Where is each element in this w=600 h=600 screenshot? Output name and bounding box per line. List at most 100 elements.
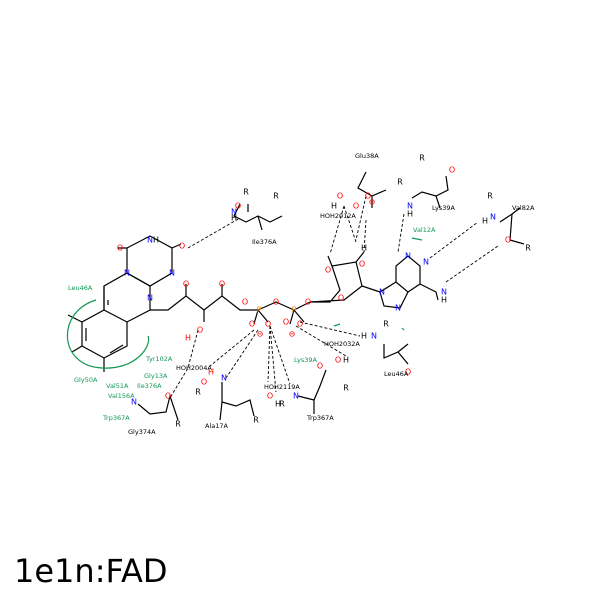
svg-text:O: O: [405, 368, 411, 377]
svg-text:⊖: ⊖: [369, 198, 376, 207]
svg-text:O: O: [249, 320, 255, 329]
svg-text:H: H: [231, 214, 237, 223]
label-val82: Val82A: [512, 204, 535, 212]
svg-text:R: R: [525, 244, 531, 253]
label-glu38: Glu38A: [355, 152, 379, 160]
label-gly374: Gly374A: [128, 428, 156, 436]
svg-text:H: H: [482, 217, 488, 226]
label-ile376-hyd: Ile376A: [137, 382, 162, 390]
svg-text:⊖: ⊖: [289, 330, 296, 339]
ligand-bonds: [67, 171, 525, 421]
svg-text:N: N: [293, 392, 299, 401]
svg-text:N: N: [371, 332, 377, 341]
svg-text:O: O: [305, 298, 311, 307]
label-gly50: Gly50A: [74, 376, 98, 384]
svg-text:R: R: [343, 384, 349, 393]
svg-text:P: P: [257, 306, 262, 315]
svg-text:R: R: [175, 420, 181, 429]
diagram-title: 1e1n:FAD: [14, 552, 168, 590]
label-ala17: Ala17A: [205, 422, 229, 430]
svg-text:R: R: [279, 400, 285, 409]
svg-text:O: O: [317, 362, 323, 371]
svg-text:R: R: [243, 188, 249, 197]
hydrophobic-contacts: [66, 237, 423, 369]
svg-text:N: N: [221, 374, 227, 383]
svg-text:O: O: [297, 320, 303, 329]
svg-text:O: O: [219, 280, 225, 289]
svg-text:R: R: [383, 320, 389, 329]
atom-labels: O N H O N N N O O O O P O P O O O O O O …: [117, 154, 531, 429]
svg-text:N: N: [169, 269, 175, 278]
svg-text:H: H: [153, 236, 159, 245]
svg-text:O: O: [179, 242, 185, 251]
svg-text:O: O: [338, 294, 344, 303]
label-gly13: Gly13A: [144, 372, 168, 380]
svg-text:O: O: [117, 244, 123, 253]
svg-text:O: O: [449, 166, 455, 175]
svg-text:R: R: [253, 416, 259, 425]
label-trp367-bottom: Trp367A: [306, 414, 334, 422]
svg-text:R: R: [419, 154, 425, 163]
svg-text:H: H: [361, 244, 367, 253]
svg-text:O: O: [335, 356, 341, 365]
svg-text:O: O: [353, 202, 359, 211]
svg-text:N: N: [379, 288, 385, 297]
label-val51: Val51A: [106, 382, 129, 390]
svg-text:O: O: [183, 280, 189, 289]
svg-text:N: N: [147, 236, 153, 245]
svg-text:O: O: [265, 320, 271, 329]
svg-text:O: O: [505, 236, 511, 245]
residue-labels: Glu38A Lys39A Val82A Ile376A Leu46A Ala1…: [128, 152, 535, 436]
svg-text:O: O: [273, 298, 279, 307]
svg-text:O: O: [165, 392, 171, 401]
label-trp367-hyd: Trp367A: [102, 414, 130, 422]
hydrophobic-labels: Val12A Leu46A Tyr102A Gly13A Ile376A Gly…: [68, 226, 436, 422]
svg-text:P: P: [292, 306, 297, 315]
label-hoh2119: HOH2119A: [264, 383, 300, 391]
svg-text:R: R: [195, 388, 201, 397]
svg-text:H: H: [275, 400, 281, 409]
svg-text:H: H: [343, 356, 349, 365]
svg-text:R: R: [487, 192, 493, 201]
label-lys39-hyd: Lys39A: [294, 356, 318, 364]
svg-text:H: H: [185, 334, 191, 343]
svg-text:O: O: [325, 266, 331, 275]
label-leu46-bottom: Leu46A: [384, 370, 409, 378]
svg-text:R: R: [397, 178, 403, 187]
svg-text:O: O: [197, 326, 203, 335]
svg-text:N: N: [405, 252, 411, 261]
svg-text:H: H: [331, 202, 337, 211]
label-lys39-top: Lys39A: [432, 204, 456, 212]
label-val12: Val12A: [413, 226, 436, 234]
hydrogen-bonds: [169, 195, 499, 399]
svg-text:O: O: [337, 192, 343, 201]
label-ile376-top: Ile376A: [252, 238, 277, 246]
svg-text:O: O: [267, 392, 273, 401]
label-tyr102: Tyr102A: [145, 355, 173, 363]
svg-text:⊖: ⊖: [257, 330, 264, 339]
svg-text:H: H: [361, 332, 367, 341]
svg-text:H: H: [407, 210, 413, 219]
svg-text:H: H: [441, 296, 447, 305]
water-labels: HOH2012A HOH2004A HOH2119A HOH2032A: [176, 212, 360, 391]
svg-text:R: R: [273, 192, 279, 201]
svg-text:N: N: [395, 304, 401, 313]
svg-text:H: H: [208, 368, 214, 377]
label-hoh2032: HOH2032A: [324, 340, 360, 348]
svg-text:N: N: [147, 294, 153, 303]
svg-text:N: N: [490, 213, 496, 222]
label-hoh2004: HOH2004A: [176, 364, 212, 372]
label-hoh2012: HOH2012A: [320, 212, 356, 220]
svg-text:N: N: [231, 208, 237, 217]
label-leu46-hyd: Leu46A: [68, 284, 93, 292]
svg-text:N: N: [131, 398, 137, 407]
svg-text:O: O: [365, 192, 371, 201]
svg-text:O: O: [235, 202, 241, 211]
svg-text:O: O: [242, 298, 248, 307]
svg-text:N: N: [423, 258, 429, 267]
label-val156: Val156A: [108, 392, 135, 400]
svg-text:O: O: [283, 318, 289, 327]
svg-text:O: O: [359, 260, 365, 269]
svg-text:O: O: [201, 378, 207, 387]
